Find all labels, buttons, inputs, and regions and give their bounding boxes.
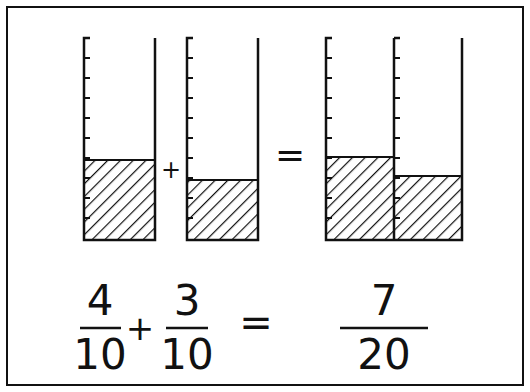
hatched-fill <box>84 160 155 240</box>
numerator: 3 <box>174 280 201 322</box>
measuring-container <box>84 38 155 240</box>
equals-sign: = <box>239 302 273 342</box>
fill-level <box>84 159 155 161</box>
denominator: 10 <box>73 334 126 376</box>
hatched-fill <box>326 157 394 240</box>
scale-ticks <box>326 58 400 218</box>
frame-border <box>7 7 523 385</box>
fraction-bar <box>80 327 121 330</box>
fill-level <box>394 175 462 177</box>
fraction-bar <box>340 327 428 330</box>
equals-sign: = <box>275 137 305 173</box>
fill-level <box>326 156 394 158</box>
plus-sign: + <box>161 158 181 182</box>
fill-level <box>187 179 258 181</box>
numerator: 7 <box>371 280 398 322</box>
fraction-bar <box>166 327 208 330</box>
plus-sign: + <box>126 311 155 345</box>
container-outline <box>84 38 155 240</box>
double-container <box>326 38 462 240</box>
scale-ticks <box>84 58 90 218</box>
hatched-fill <box>394 176 462 240</box>
measuring-container <box>187 38 258 240</box>
denominator: 20 <box>357 334 410 376</box>
container-outline <box>187 38 258 240</box>
denominator: 10 <box>160 334 213 376</box>
numerator: 4 <box>87 280 114 322</box>
container-outline <box>326 38 462 240</box>
scale-ticks <box>187 58 193 218</box>
hatched-fill <box>187 180 258 240</box>
